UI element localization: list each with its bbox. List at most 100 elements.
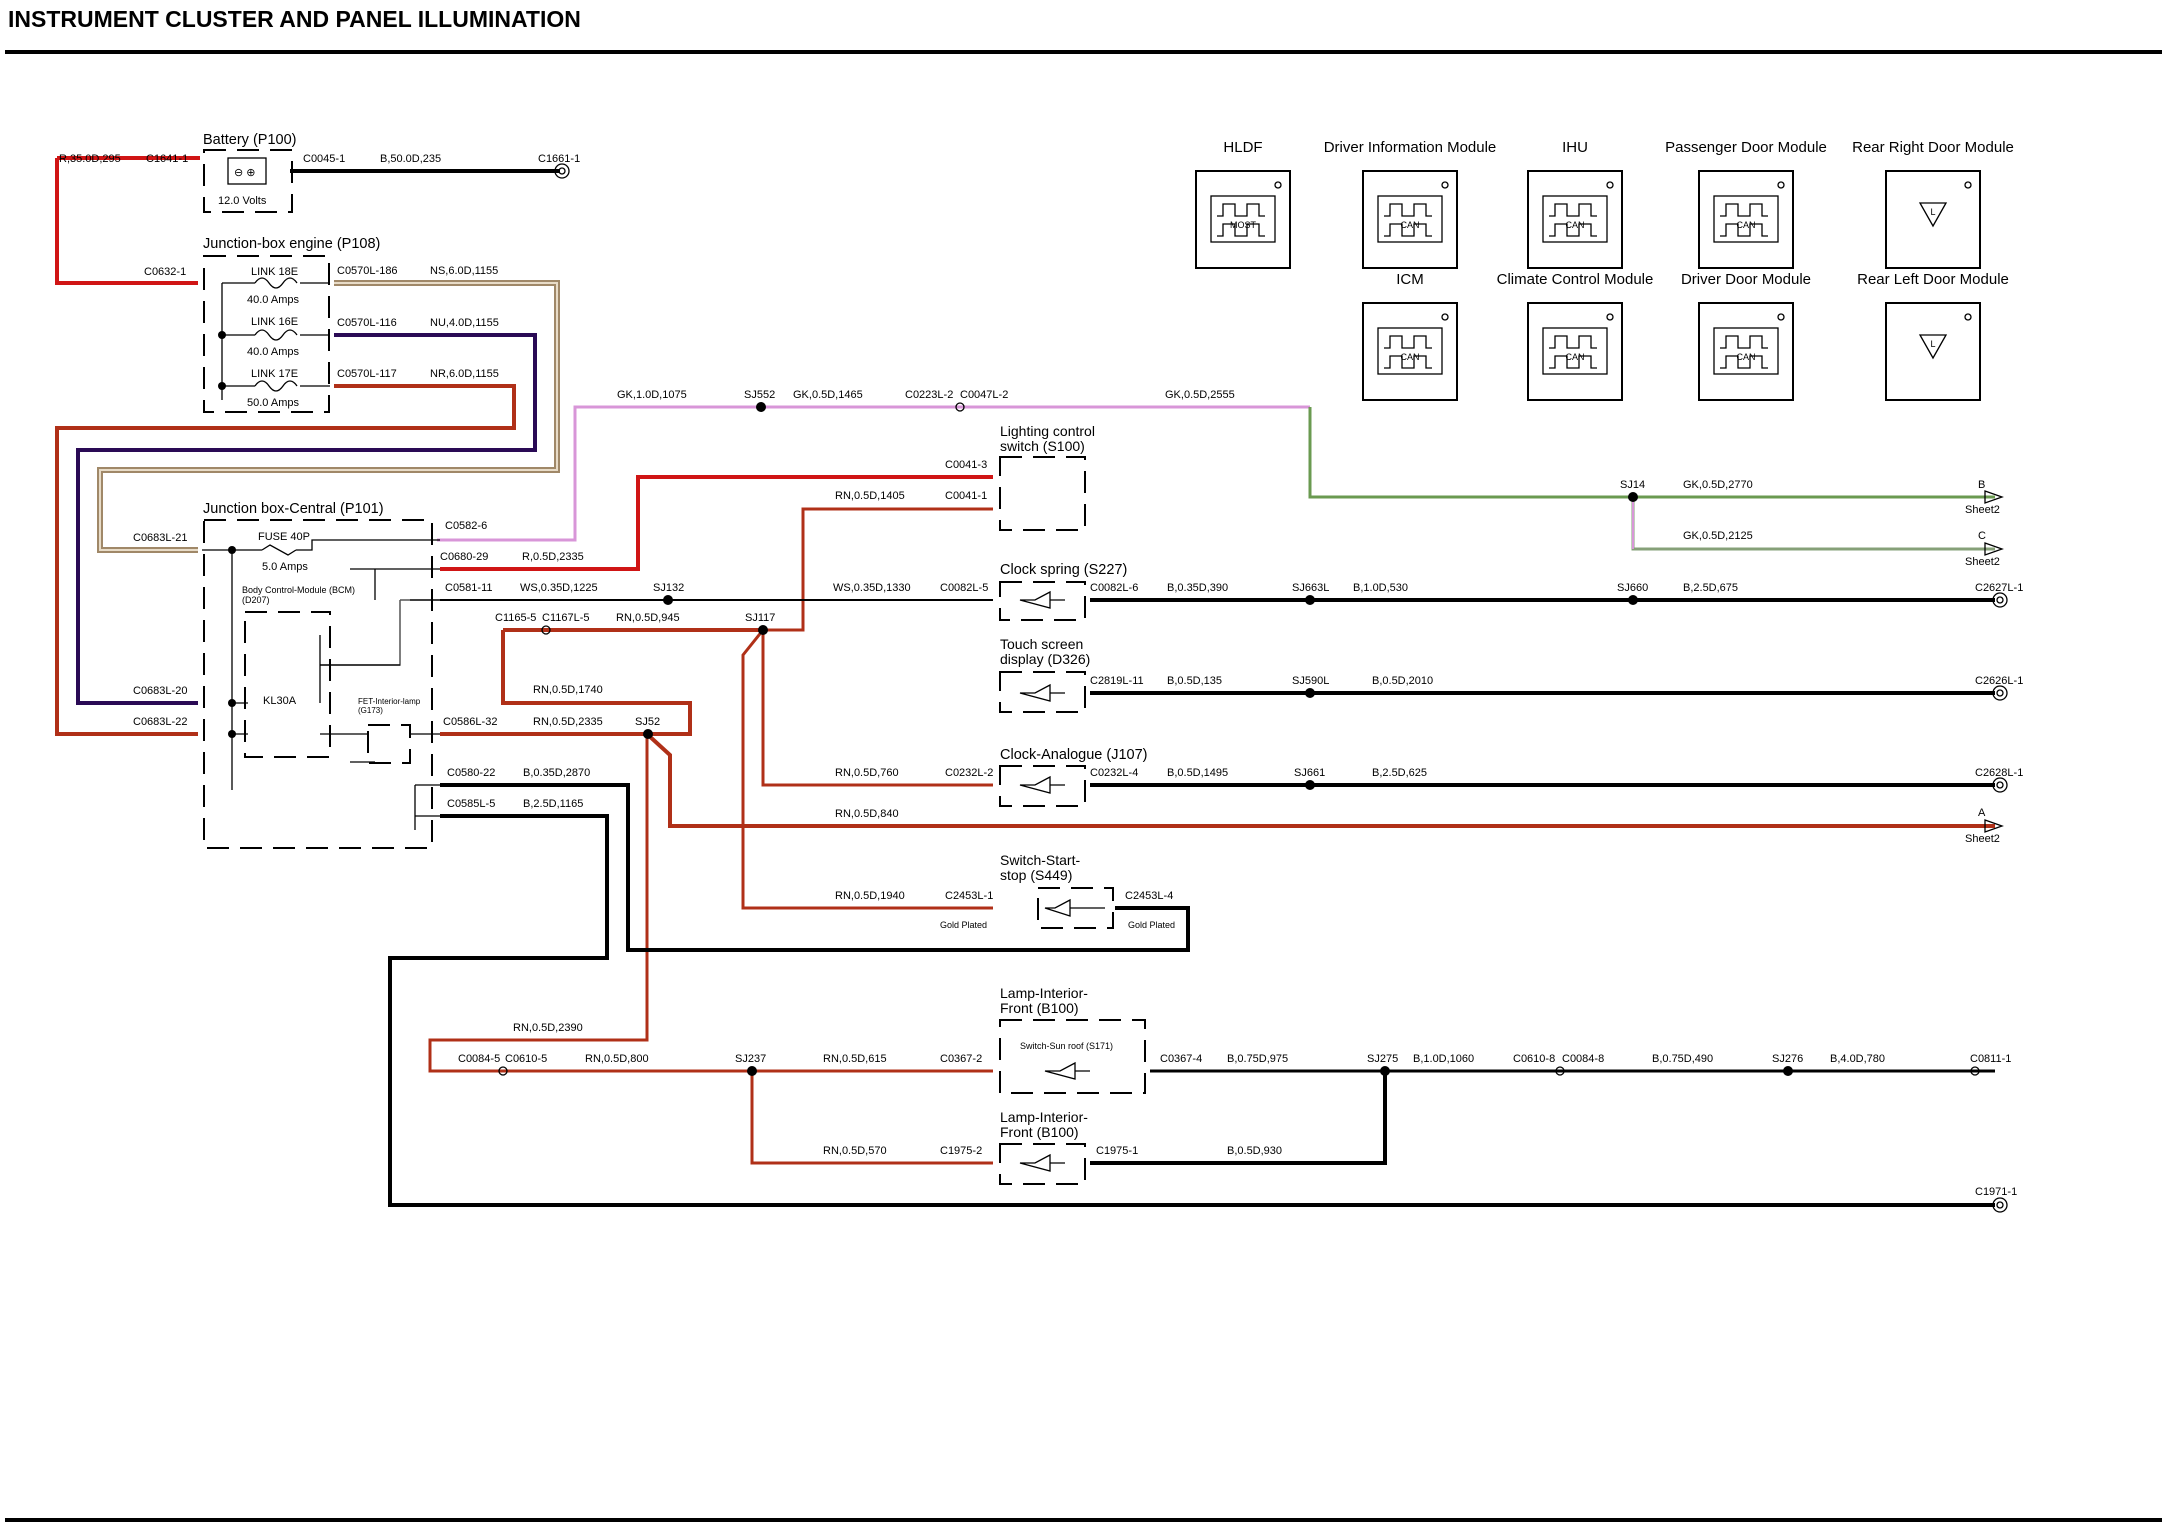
module-name: Passenger Door Module	[1665, 139, 1827, 156]
svg-text:C: C	[1978, 530, 1986, 542]
wire-label-b50: B,50.0D,235	[380, 153, 441, 165]
module-box	[1885, 302, 1981, 401]
lin-triangle-icon	[1918, 334, 1948, 360]
svg-text:SJ276: SJ276	[1772, 1053, 1803, 1065]
lamp-icon	[1019, 683, 1065, 702]
svg-text:B,1.0D,530: B,1.0D,530	[1353, 582, 1408, 594]
arrow-icon	[1984, 490, 2004, 504]
bus-square-wave-icon	[1549, 335, 1597, 369]
svg-text:GK,0.5D,2555: GK,0.5D,2555	[1165, 389, 1235, 401]
svg-text:C0683L-22: C0683L-22	[133, 716, 187, 728]
svg-text:SJ663L: SJ663L	[1292, 582, 1329, 594]
junction-box-central: Junction box-Central (P101) C0683L-21 C0…	[133, 501, 497, 849]
wire-rn-1940	[741, 629, 993, 910]
svg-text:B,0.5D,135: B,0.5D,135	[1167, 675, 1222, 687]
module-box	[1698, 170, 1794, 269]
svg-text:SJ52: SJ52	[635, 716, 660, 728]
svg-text:WS,0.35D,1330: WS,0.35D,1330	[833, 582, 911, 594]
svg-text:Gold Plated: Gold Plated	[940, 920, 987, 930]
svg-text:C2626L-1: C2626L-1	[1975, 675, 2023, 687]
svg-text:40.0 Amps: 40.0 Amps	[247, 346, 299, 358]
wire-rn-840	[645, 732, 1995, 828]
svg-text:C0610-5: C0610-5	[505, 1053, 547, 1065]
svg-text:GK,1.0D,1075: GK,1.0D,1075	[617, 389, 687, 401]
module-box	[1527, 302, 1623, 401]
svg-text:C0581-11: C0581-11	[445, 582, 493, 594]
svg-text:C2627L-1: C2627L-1	[1975, 582, 2023, 594]
svg-text:Switch-Sun roof (S171): Switch-Sun roof (S171)	[1020, 1041, 1113, 1051]
kl30a-label: KL30A	[263, 695, 297, 707]
module-name: ICM	[1396, 271, 1424, 288]
svg-text:B,0.35D,2870: B,0.35D,2870	[523, 767, 590, 779]
lin-triangle-icon	[1918, 202, 1948, 228]
svg-text:B,0.5D,930: B,0.5D,930	[1227, 1145, 1282, 1157]
page-title: INSTRUMENT CLUSTER AND PANEL ILLUMINATIO…	[8, 6, 581, 32]
fuse-icon	[254, 329, 298, 341]
svg-text:C1165-5: C1165-5	[495, 612, 536, 624]
switch-start-stop: Switch-Start-stop (S449) C2453L-1 C2453L…	[835, 853, 1175, 930]
svg-text:B,2.5D,675: B,2.5D,675	[1683, 582, 1738, 594]
wire-rn-760	[761, 630, 993, 787]
battery-icon	[227, 157, 267, 185]
svg-text:GK,0.5D,2770: GK,0.5D,2770	[1683, 479, 1753, 491]
svg-text:NS,6.0D,1155: NS,6.0D,1155	[430, 265, 498, 277]
module-name: Driver Information Module	[1324, 139, 1497, 156]
svg-text:RN,0.5D,945: RN,0.5D,945	[616, 612, 680, 624]
svg-text:Gold Plated: Gold Plated	[1128, 920, 1175, 930]
module-bus: MOST	[1230, 220, 1257, 230]
wire-b-930	[1090, 1071, 1387, 1165]
module-box	[1362, 170, 1458, 269]
lamp-interior-front-1: Lamp-Interior-Front (B100) Switch-Sun ro…	[458, 986, 2011, 1094]
sj52-group: RN,0.5D,2335 SJ52	[533, 716, 660, 739]
svg-text:C2453L-1: C2453L-1	[945, 890, 993, 902]
module-name: Climate Control Module	[1497, 271, 1654, 288]
module-name: HLDF	[1223, 139, 1262, 156]
module-bus: CAN	[1565, 220, 1584, 230]
splice-sj552	[756, 402, 766, 412]
lamp-icon	[1044, 1061, 1090, 1080]
pin-c0632: C0632-1	[144, 266, 186, 278]
svg-text:RN,0.5D,840: RN,0.5D,840	[835, 808, 899, 820]
svg-text:C0811-1: C0811-1	[1970, 1053, 2011, 1065]
svg-text:C0041-1: C0041-1	[945, 490, 987, 502]
module-hldf: HLDF MOST	[1195, 139, 1291, 269]
svg-text:RN,0.5D,800: RN,0.5D,800	[585, 1053, 649, 1065]
svg-text:C0047L-2: C0047L-2	[960, 389, 1008, 401]
svg-text:B: B	[1978, 479, 1985, 491]
svg-text:Sheet2: Sheet2	[1965, 504, 2000, 516]
junction-central-name: Junction box-Central (P101)	[203, 501, 384, 517]
battery-p100: Battery (P100) ⊖ ⊕ 12.0 Volts C1641-1 C0…	[59, 132, 580, 213]
lighting-control-switch: Lighting control switch (S100) C0041-3 C…	[522, 424, 1095, 563]
svg-text:SJ14: SJ14	[1620, 479, 1645, 491]
svg-text:B,2.5D,625: B,2.5D,625	[1372, 767, 1427, 779]
bus-square-wave-icon	[1549, 203, 1597, 237]
clock-spring: Clock spring (S227) C0082L-5 C0082L-6 WS…	[520, 562, 2023, 621]
wire-link17e	[55, 384, 516, 736]
svg-text:Clock-Analogue (J107): Clock-Analogue (J107)	[1000, 747, 1148, 763]
wire-rn-945	[440, 628, 763, 736]
wires	[55, 156, 1995, 1207]
svg-text:C0570L-117: C0570L-117	[337, 368, 397, 380]
wire-r-2335	[440, 475, 993, 571]
ground-icon	[554, 163, 570, 179]
wire-gk-1075	[437, 405, 960, 542]
wire-rn-1405	[763, 507, 993, 632]
svg-text:RN,0.5D,615: RN,0.5D,615	[823, 1053, 887, 1065]
svg-text:C0580-22: C0580-22	[447, 767, 495, 779]
svg-text:SJ132: SJ132	[653, 582, 684, 594]
svg-text:C0082L-5: C0082L-5	[940, 582, 988, 594]
svg-text:NR,6.0D,1155: NR,6.0D,1155	[430, 368, 499, 380]
svg-text:RN,0.5D,760: RN,0.5D,760	[835, 767, 899, 779]
svg-text:C0570L-116: C0570L-116	[337, 317, 397, 329]
svg-text:B,0.75D,975: B,0.75D,975	[1227, 1053, 1288, 1065]
svg-text:C0232L-2: C0232L-2	[945, 767, 993, 779]
svg-text:Clock spring (S227): Clock spring (S227)	[1000, 562, 1127, 578]
bus-square-wave-icon	[1217, 203, 1265, 237]
wire-label-r35: R,35.0D,295	[59, 153, 121, 165]
wire-b-2870	[440, 783, 1190, 952]
svg-text:SJ660: SJ660	[1617, 582, 1648, 594]
